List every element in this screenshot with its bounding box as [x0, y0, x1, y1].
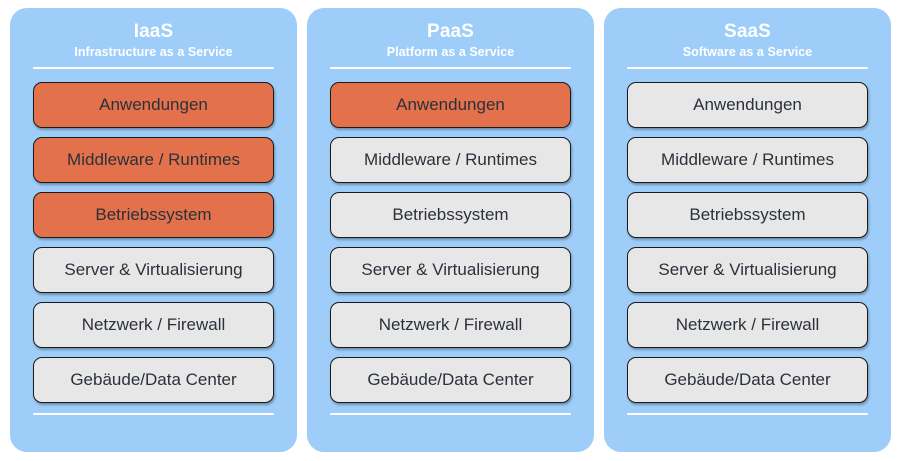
- column-header-paas: PaaS Platform as a Service: [330, 8, 571, 69]
- layer-netzwerk-firewall-saas[interactable]: Netzwerk / Firewall: [627, 302, 868, 348]
- layer-gebaeude-data-center-iaas[interactable]: Gebäude/Data Center: [33, 357, 274, 403]
- column-title-paas: PaaS: [427, 21, 474, 42]
- layer-server-virtualisierung-saas[interactable]: Server & Virtualisierung: [627, 247, 868, 293]
- layer-gebaeude-data-center-saas[interactable]: Gebäude/Data Center: [627, 357, 868, 403]
- layer-gebaeude-data-center-paas[interactable]: Gebäude/Data Center: [330, 357, 571, 403]
- layer-stack-saas: Anwendungen Middleware / Runtimes Betrie…: [627, 82, 868, 403]
- column-subtitle-saas: Software as a Service: [682, 45, 813, 59]
- layer-betriebssystem-saas[interactable]: Betriebssystem: [627, 192, 868, 238]
- layer-netzwerk-firewall-iaas[interactable]: Netzwerk / Firewall: [33, 302, 274, 348]
- column-subtitle-iaas: Infrastructure as a Service: [74, 45, 233, 59]
- column-subtitle-paas: Platform as a Service: [386, 45, 515, 59]
- layer-stack-iaas: Anwendungen Middleware / Runtimes Betrie…: [33, 82, 274, 403]
- layer-middleware-runtimes-paas[interactable]: Middleware / Runtimes: [330, 137, 571, 183]
- column-title-saas: SaaS: [724, 21, 771, 42]
- layer-anwendungen-saas[interactable]: Anwendungen: [627, 82, 868, 128]
- column-footer-space-saas: [627, 415, 868, 452]
- layer-betriebssystem-paas[interactable]: Betriebssystem: [330, 192, 571, 238]
- footer-divider-iaas: [33, 413, 274, 415]
- column-header-iaas: IaaS Infrastructure as a Service: [33, 8, 274, 69]
- service-column-saas[interactable]: SaaS Software as a Service Anwendungen M…: [604, 8, 891, 452]
- layer-middleware-runtimes-saas[interactable]: Middleware / Runtimes: [627, 137, 868, 183]
- layer-betriebssystem-iaas[interactable]: Betriebssystem: [33, 192, 274, 238]
- column-title-iaas: IaaS: [133, 21, 174, 42]
- layer-anwendungen-iaas[interactable]: Anwendungen: [33, 82, 274, 128]
- footer-divider-paas: [330, 413, 571, 415]
- header-divider-paas: [330, 67, 571, 69]
- header-divider-iaas: [33, 67, 274, 69]
- layer-stack-paas: Anwendungen Middleware / Runtimes Betrie…: [330, 82, 571, 403]
- column-header-saas: SaaS Software as a Service: [627, 8, 868, 69]
- layer-server-virtualisierung-paas[interactable]: Server & Virtualisierung: [330, 247, 571, 293]
- service-column-paas[interactable]: PaaS Platform as a Service Anwendungen M…: [307, 8, 594, 452]
- footer-divider-saas: [627, 413, 868, 415]
- layer-middleware-runtimes-iaas[interactable]: Middleware / Runtimes: [33, 137, 274, 183]
- service-column-iaas[interactable]: IaaS Infrastructure as a Service Anwendu…: [10, 8, 297, 452]
- column-footer-space-iaas: [33, 415, 274, 452]
- header-divider-saas: [627, 67, 868, 69]
- layer-server-virtualisierung-iaas[interactable]: Server & Virtualisierung: [33, 247, 274, 293]
- layer-anwendungen-paas[interactable]: Anwendungen: [330, 82, 571, 128]
- layer-netzwerk-firewall-paas[interactable]: Netzwerk / Firewall: [330, 302, 571, 348]
- column-footer-space-paas: [330, 415, 571, 452]
